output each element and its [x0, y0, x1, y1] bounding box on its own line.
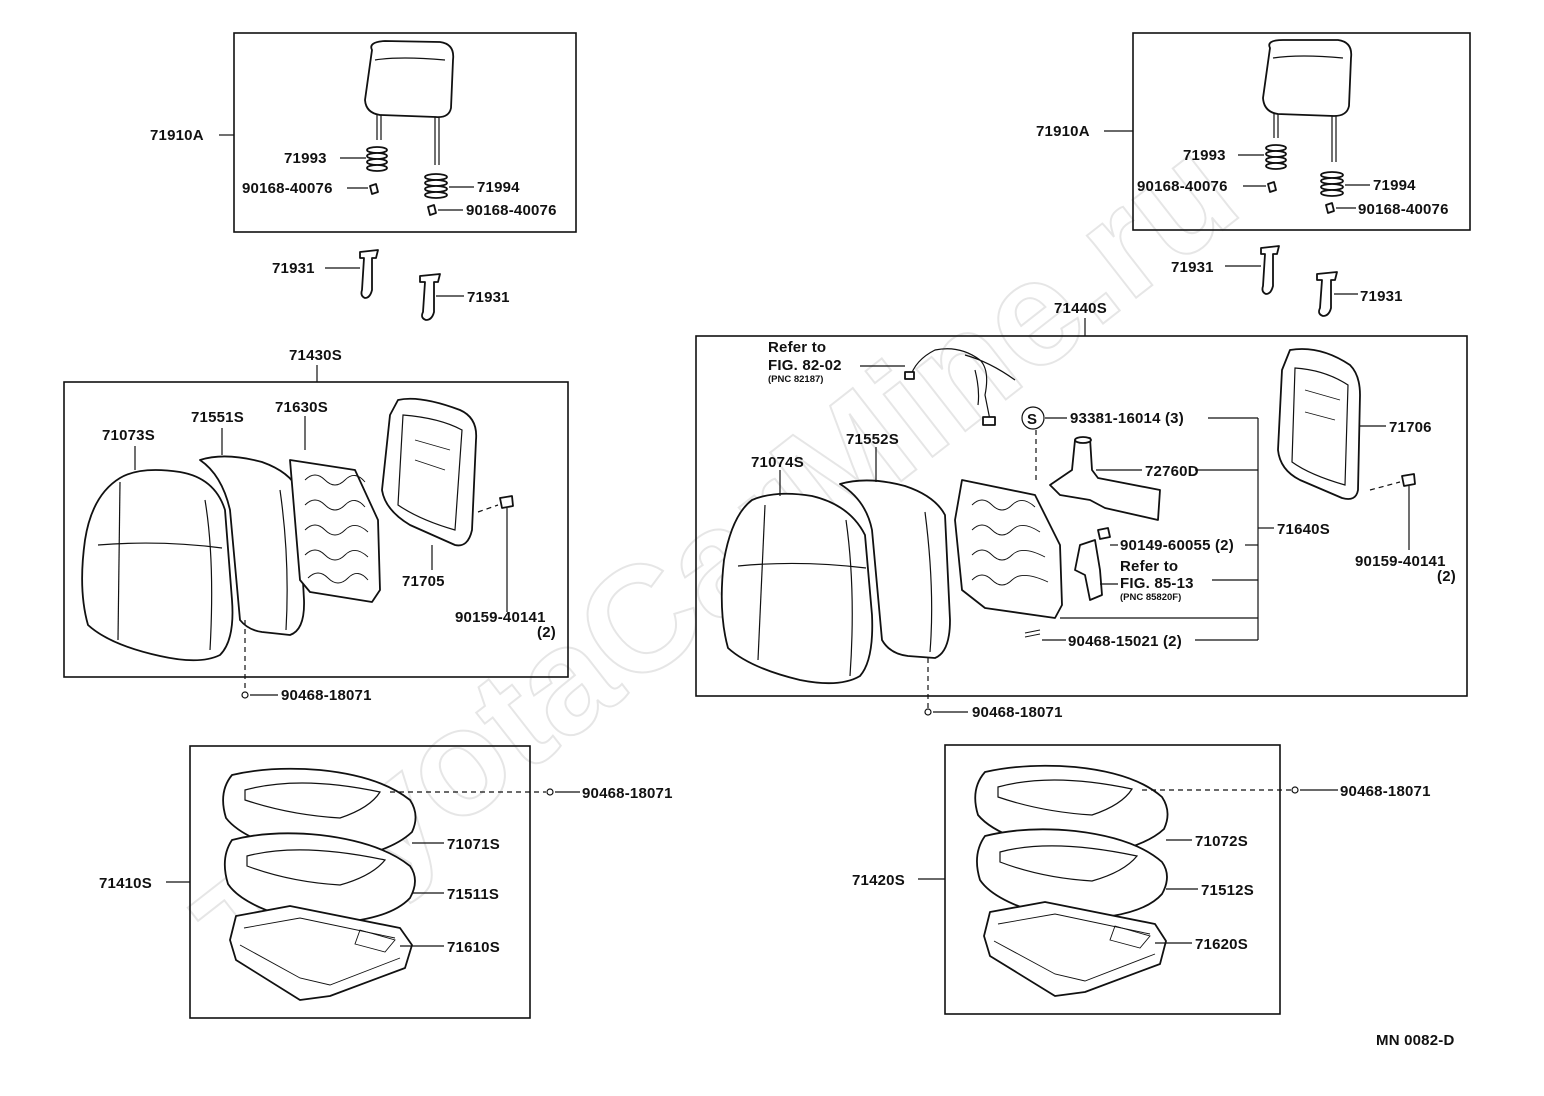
- label-71420s: 71420S: [852, 872, 905, 889]
- label-71072s: 71072S: [1195, 833, 1248, 850]
- label-refer-b-2: FIG. 85-13: [1120, 575, 1194, 592]
- wire-harness: [909, 348, 1016, 421]
- lumbar-motor: [1049, 437, 1161, 521]
- label-71440s: 71440S: [1054, 300, 1107, 317]
- label-90159-left-qty: (2): [537, 624, 556, 641]
- label-90168-right-b: 90168-40076: [1358, 201, 1449, 218]
- label-71410s: 71410S: [99, 875, 152, 892]
- label-71931-left-a: 71931: [272, 260, 315, 277]
- label-90149: 90149-60055 (2): [1120, 537, 1234, 554]
- label-90168-right-a: 90168-40076: [1137, 178, 1228, 195]
- left-support-71993: [366, 146, 388, 172]
- right-cushion-frame: [983, 901, 1167, 997]
- label-71630s: 71630S: [275, 399, 328, 416]
- left-seatback-box: [63, 381, 569, 678]
- label-90168-left-b: 90168-40076: [466, 202, 557, 219]
- label-90468-18071-left-back: 90468-18071: [281, 687, 372, 704]
- left-seatback-spring: [289, 459, 381, 603]
- right-seatback-group: 71440S Refer to FIG. 82-02 (PNC 82187) S…: [695, 300, 1468, 697]
- label-93381: 93381-16014 (3): [1070, 410, 1184, 427]
- left-clip-b: [427, 204, 437, 216]
- label-71910a-right: 71910A: [1036, 123, 1090, 140]
- left-headrest-box: [233, 32, 577, 233]
- left-headrest-pad: [364, 40, 455, 118]
- left-cushion-group: 90468-18071 71071S 71511S 71610S 71410S: [99, 745, 673, 1019]
- right-guides: 71931 71931: [1171, 245, 1403, 317]
- label-71620s: 71620S: [1195, 936, 1248, 953]
- label-90168-left-a: 90168-40076: [242, 180, 333, 197]
- s-mark: S: [1027, 411, 1037, 428]
- label-71073s: 71073S: [102, 427, 155, 444]
- label-72760d: 72760D: [1145, 463, 1199, 480]
- label-71931-left-b: 71931: [467, 289, 510, 306]
- label-refer-a-3: (PNC 82187): [768, 374, 823, 385]
- label-71430s: 71430S: [289, 347, 342, 364]
- recliner-lever: [1074, 539, 1103, 601]
- label-71610s: 71610S: [447, 939, 500, 956]
- left-cushion-pad: [223, 832, 416, 923]
- label-71993-left: 71993: [284, 150, 327, 167]
- label-90159-right-qty: (2): [1437, 568, 1456, 585]
- left-headrest-group: 71910A 71993 90168-40076 71994 90168-400…: [150, 32, 577, 233]
- right-cushion-pad: [976, 828, 1168, 919]
- label-71994-left: 71994: [477, 179, 520, 196]
- right-support-71993: [1265, 144, 1287, 170]
- label-90468-18071-right-cushion: 90468-18071: [1340, 783, 1431, 800]
- right-seatback-spring: [954, 479, 1063, 619]
- left-guides: 71931 71931: [272, 249, 510, 321]
- right-clip-b: [1325, 202, 1335, 214]
- label-refer-a-1: Refer to: [768, 339, 826, 356]
- label-90468-18071-right-back: 90468-18071: [972, 704, 1063, 721]
- label-71551s: 71551S: [191, 409, 244, 426]
- screw-90149: [1097, 527, 1111, 540]
- label-71993-right: 71993: [1183, 147, 1226, 164]
- label-71994-right: 71994: [1373, 177, 1416, 194]
- right-headrest-pad: [1262, 39, 1353, 117]
- label-refer-a-2: FIG. 82-02: [768, 357, 842, 374]
- label-refer-b-3: (PNC 85820F): [1120, 592, 1181, 603]
- label-71931-right-b: 71931: [1360, 288, 1403, 305]
- right-headrest-group: 71910A 71993 90168-40076 71994 90168-400…: [1036, 32, 1471, 231]
- label-71512s: 71512S: [1201, 882, 1254, 899]
- left-support-71994: [424, 173, 448, 199]
- right-clip-a: [1267, 181, 1277, 193]
- label-71705: 71705: [402, 573, 445, 590]
- label-71074s: 71074S: [751, 454, 804, 471]
- label-71706: 71706: [1389, 419, 1432, 436]
- label-90159-right: 90159-40141: [1355, 553, 1446, 570]
- left-seatback-board: [381, 397, 478, 547]
- left-cushion-frame: [229, 905, 413, 1001]
- right-seatback-cover: [720, 492, 874, 685]
- label-90468-15021: 90468-15021 (2): [1068, 633, 1182, 650]
- label-71511s: 71511S: [447, 886, 499, 903]
- figure-code: MN 0082-D: [1376, 1032, 1455, 1049]
- label-71910a-left: 71910A: [150, 127, 204, 144]
- label-71931-right-a: 71931: [1171, 259, 1214, 276]
- left-board-screw: [499, 495, 514, 509]
- label-71552s: 71552S: [846, 431, 899, 448]
- label-refer-b-1: Refer to: [1120, 558, 1178, 575]
- left-seatback-pad: [199, 455, 305, 636]
- right-seatback-board: [1277, 348, 1361, 500]
- right-board-screw: [1401, 473, 1416, 487]
- label-90468-18071-left-cushion: 90468-18071: [582, 785, 673, 802]
- right-seatback-pad: [839, 479, 951, 659]
- right-support-71994: [1320, 171, 1344, 197]
- right-seatback-box: [695, 335, 1468, 697]
- left-clip-a: [369, 183, 379, 195]
- right-cushion-group: 90468-18071 71072S 71512S 71620S 71420S: [852, 744, 1431, 1015]
- left-seatback-group: 71430S 71073S 71551S 71630S 71705: [63, 347, 569, 704]
- label-90159-left: 90159-40141: [455, 609, 546, 626]
- label-71071s: 71071S: [447, 836, 500, 853]
- left-seatback-cover: [81, 469, 234, 662]
- label-71640s: 71640S: [1277, 521, 1330, 538]
- s-mark-circle: [1021, 406, 1045, 430]
